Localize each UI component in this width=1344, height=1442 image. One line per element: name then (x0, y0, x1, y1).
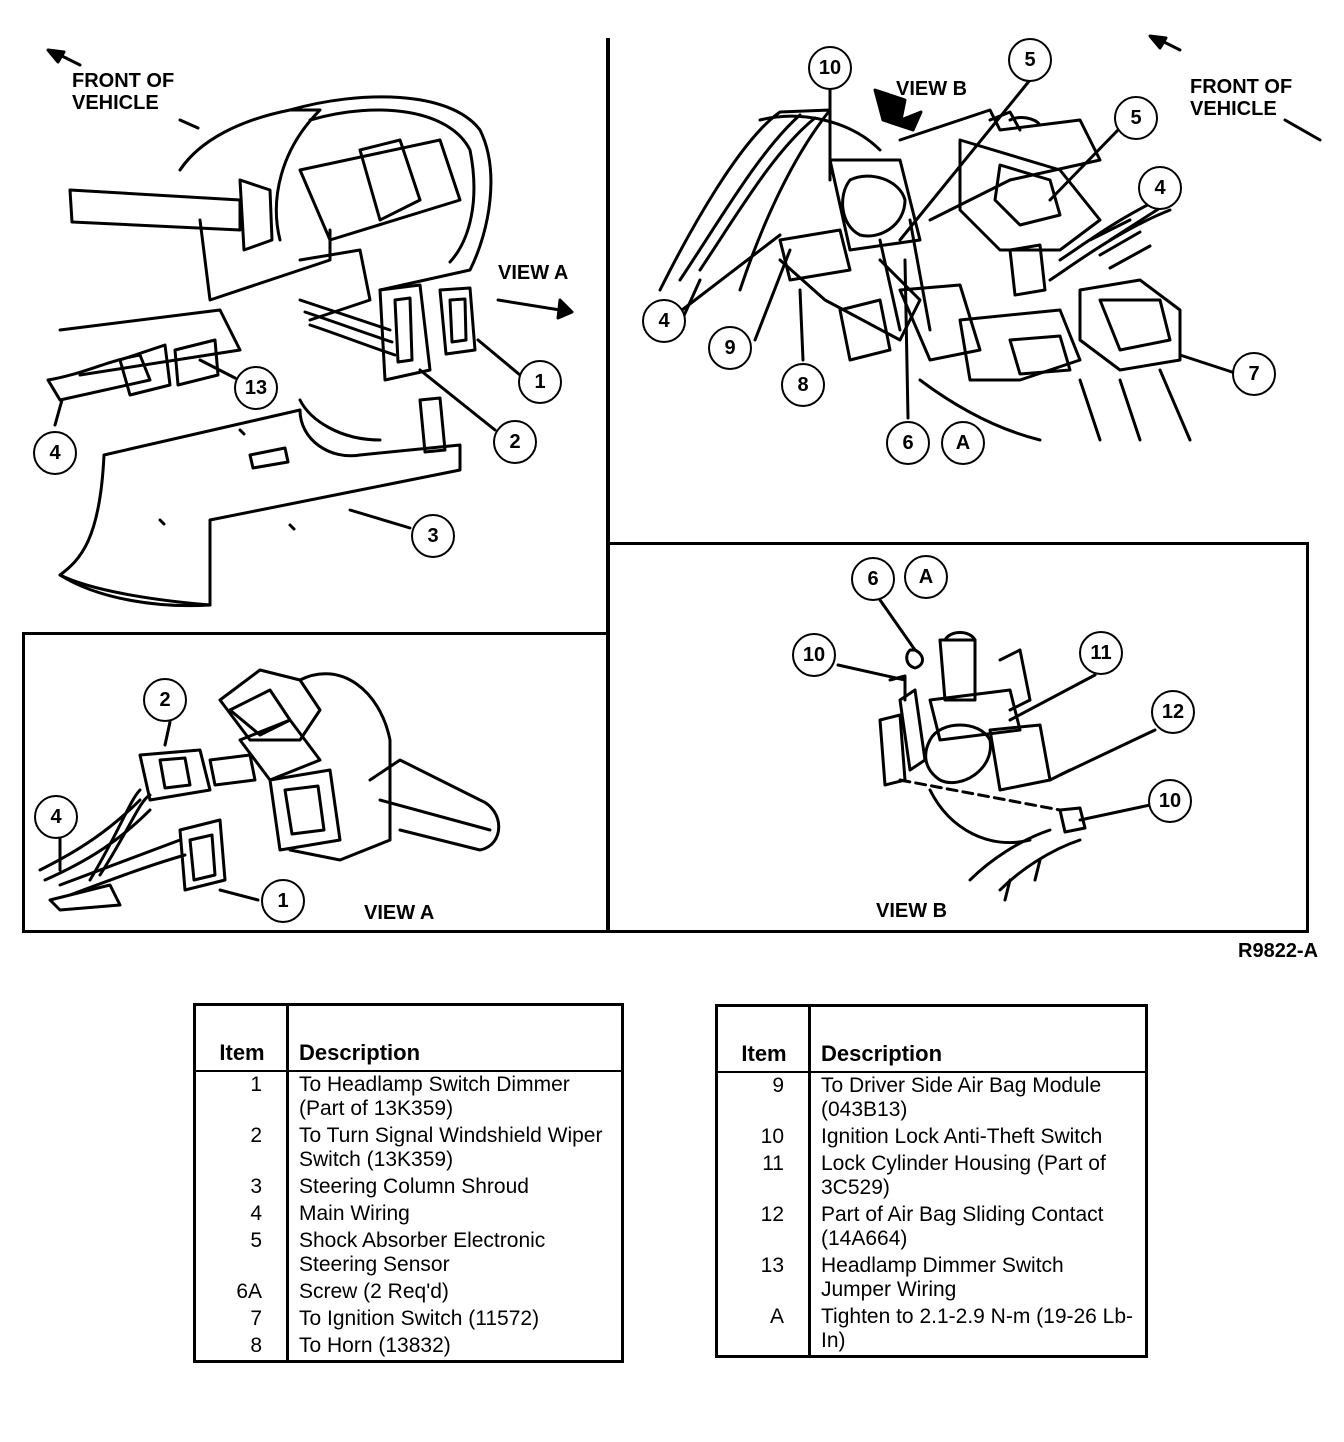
legend-item-number: 12 (716, 1202, 811, 1253)
legend-item-number: 11 (716, 1151, 811, 1202)
callout-1: 1 (261, 879, 305, 923)
legend-item-number: 9 (716, 1072, 811, 1124)
legend-item-description: Ignition Lock Anti-Theft Switch (821, 1125, 1103, 1148)
view-b-panel (607, 542, 1309, 933)
description-column-header: Description (287, 1004, 623, 1072)
callout-a: A (941, 421, 985, 465)
legend-item-number: 8 (194, 1333, 289, 1362)
figure-code: R9822-A (1238, 940, 1319, 962)
legend-row: 4 Main Wiring (194, 1201, 623, 1228)
legend-header: Item Description (716, 1005, 1147, 1073)
callout-12: 12 (1151, 690, 1195, 734)
top-right-drawing (658, 34, 1322, 442)
callout-4: 4 (1138, 166, 1182, 210)
callout-13: 13 (234, 366, 278, 410)
legend-item-number: 5 (194, 1228, 289, 1279)
top-right-panel (606, 38, 610, 932)
view-a-pointer-label: VIEW A (498, 262, 569, 284)
callout-10: 10 (1148, 779, 1192, 823)
legend-item-number: 4 (194, 1201, 289, 1228)
callout-9: 9 (708, 326, 752, 370)
item-column-header: Item (194, 1004, 289, 1072)
legend-header: Item Description (194, 1004, 623, 1072)
callout-8: 8 (781, 363, 825, 407)
callout-7: 7 (1232, 352, 1276, 396)
callout-4: 4 (33, 431, 77, 475)
legend-item-description: To Headlamp Switch Dimmer (Part of 13K35… (299, 1073, 570, 1120)
legend-item-number: 7 (194, 1306, 289, 1333)
front-of-vehicle-label-left: FRONT OF VEHICLE (72, 70, 175, 114)
callout-10: 10 (808, 46, 852, 90)
legend-row: 6A Screw (2 Req'd) (194, 1279, 623, 1306)
callout-5: 5 (1008, 38, 1052, 82)
callout-6: 6 (886, 421, 930, 465)
view-a-drawing (38, 668, 501, 912)
legend-item-description: Shock Absorber Electronic Steering Senso… (299, 1229, 546, 1276)
legend-item-number: 6A (194, 1279, 289, 1306)
legend-item-description: To Horn (13832) (299, 1334, 451, 1357)
view-a-title: VIEW A (364, 902, 435, 924)
legend-item-number: 1 (194, 1071, 289, 1123)
description-column-header: Description (809, 1005, 1147, 1073)
legend-row: 10 Ignition Lock Anti-Theft Switch (716, 1124, 1147, 1151)
callout-5: 5 (1114, 96, 1158, 140)
legend-item-description: To Driver Side Air Bag Module (043B13) (821, 1074, 1102, 1121)
legend-item-number: 10 (716, 1124, 811, 1151)
legend-item-number: 13 (716, 1253, 811, 1304)
callout-2: 2 (493, 420, 537, 464)
legend-item-number: 3 (194, 1174, 289, 1201)
callout-4: 4 (34, 795, 78, 839)
legend-item-description: Tighten to 2.1-2.9 N-m (19-26 Lb-In) (821, 1305, 1134, 1352)
callout-3: 3 (411, 514, 455, 558)
top-left-drawing (46, 48, 574, 608)
view-b-title: VIEW B (876, 900, 948, 922)
legend-item-number: 2 (194, 1123, 289, 1174)
legend-row: 7 To Ignition Switch (11572) (194, 1306, 623, 1333)
legend-item-description: Headlamp Dimmer Switch Jumper Wiring (821, 1254, 1064, 1301)
callout-6: 6 (851, 557, 895, 601)
view-b-drawing (836, 598, 1157, 902)
legend-item-description: Lock Cylinder Housing (Part of 3C529) (821, 1152, 1106, 1199)
callout-a: A (904, 555, 948, 599)
callout-2: 2 (143, 678, 187, 722)
legend-item-description: Steering Column Shroud (299, 1175, 529, 1198)
front-of-vehicle-label-right: FRONT OF VEHICLE (1190, 76, 1293, 120)
legend-item-number: A (716, 1304, 811, 1357)
item-column-header: Item (716, 1005, 811, 1073)
legend-item-description: Main Wiring (299, 1202, 410, 1225)
callout-4: 4 (642, 299, 686, 343)
view-b-pointer-label: VIEW B (896, 78, 968, 100)
callout-10: 10 (792, 633, 836, 677)
steering-column-illustration (38, 34, 1322, 912)
legend-item-description: Screw (2 Req'd) (299, 1280, 449, 1303)
legend-item-description: To Ignition Switch (11572) (299, 1307, 540, 1330)
legend-item-description: Part of Air Bag Sliding Contact (14A664) (821, 1203, 1104, 1250)
legend-item-description: To Turn Signal Windshield Wiper Switch (… (299, 1124, 603, 1171)
callout-11: 11 (1079, 631, 1123, 675)
legend-row: 3 Steering Column Shroud (194, 1174, 623, 1201)
callout-1: 1 (518, 360, 562, 404)
legend-row: 8 To Horn (13832) (194, 1333, 623, 1362)
